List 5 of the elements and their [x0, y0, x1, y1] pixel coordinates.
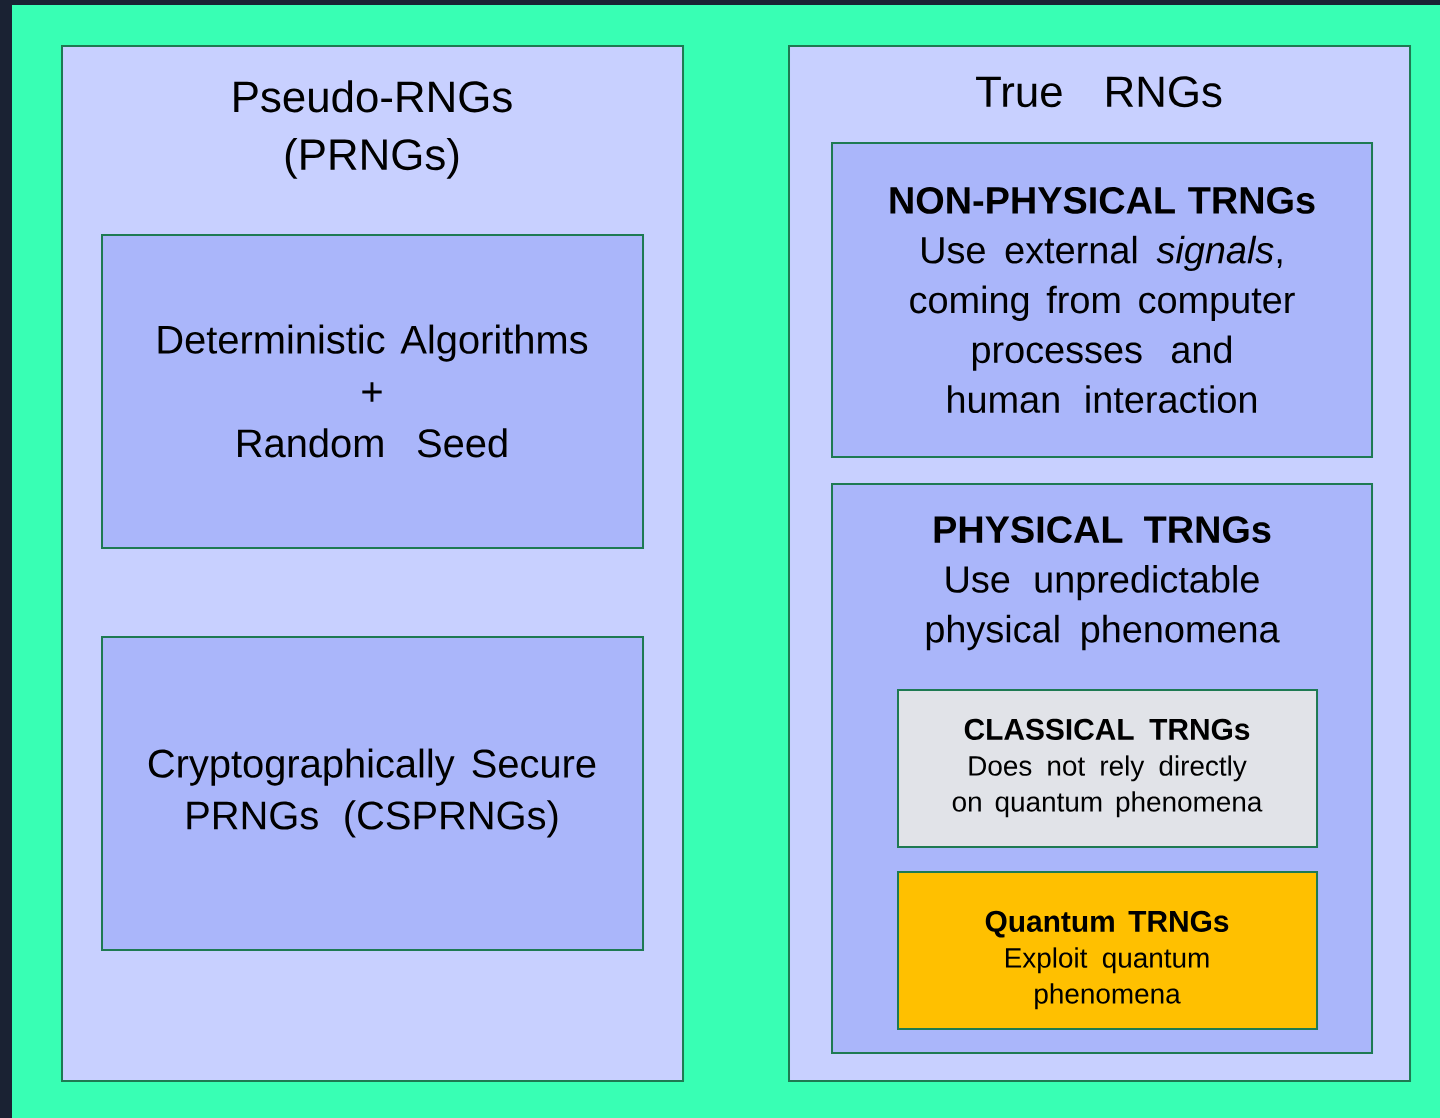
category-box: CLASSICAL TRNGs Does not rely directly on quantum phenomena	[897, 689, 1318, 848]
category-box: Quantum TRNGs Exploit quantum phenomena	[897, 871, 1318, 1030]
category-box: NON-PHYSICAL TRNGs Use external signals, coming from computer processes and human interaction	[831, 142, 1373, 458]
category-box: Deterministic Algorithms + Random Seed	[101, 234, 644, 549]
category-box: Cryptographically Secure PRNGs (CSPRNGs)	[101, 636, 644, 951]
